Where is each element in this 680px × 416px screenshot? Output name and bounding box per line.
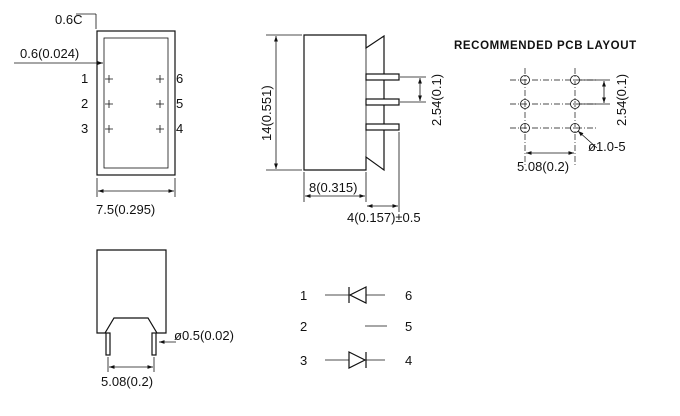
pcb-holes bbox=[520, 75, 580, 133]
bottom-lead-left bbox=[105, 332, 111, 356]
schematic-pin-1: 1 bbox=[300, 288, 307, 303]
pin-label-1: 1 bbox=[81, 71, 88, 86]
bottom-spacing-label: 5.08(0.2) bbox=[101, 374, 153, 389]
pcb-layout: RECOMMENDED PCB LAYOUT 2.54(0.1) ø1.0-5 … bbox=[454, 40, 637, 174]
lead-label: 4(0.157)±0.5 bbox=[347, 210, 421, 225]
schematic-pin-2: 2 bbox=[300, 319, 307, 334]
schematic-pin-3: 3 bbox=[300, 353, 307, 368]
diode-top-symbol bbox=[348, 286, 367, 304]
schematic-pin-5: 5 bbox=[405, 319, 412, 334]
hole-label: ø1.0-5 bbox=[588, 139, 626, 154]
front-body-inner bbox=[103, 37, 169, 169]
chamfer-label: 0.6C bbox=[55, 12, 82, 27]
pin-label-2: 2 bbox=[81, 96, 88, 111]
bottom-lead-right bbox=[151, 332, 157, 356]
pin-label-5: 5 bbox=[176, 96, 183, 111]
hole-leader bbox=[577, 130, 598, 149]
height-label: 14(0.551) bbox=[259, 85, 274, 141]
bottom-view: ø0.5(0.02) 5.08(0.2) bbox=[96, 249, 234, 389]
schematic: 1 6 2 5 3 4 bbox=[300, 286, 412, 369]
schematic-pin-6: 6 bbox=[405, 288, 412, 303]
pin-dia-label: ø0.5(0.02) bbox=[174, 328, 234, 343]
width-label: 7.5(0.295) bbox=[96, 202, 155, 217]
side-pitch-label: 2.54(0.1) bbox=[429, 74, 444, 126]
front-view: 0.6C 0.6(0.024) 1 2 3 6 5 4 7.5(0.295) bbox=[14, 12, 183, 217]
diode-bottom-symbol bbox=[348, 351, 367, 369]
pin-label-3: 3 bbox=[81, 121, 88, 136]
schematic-pin-4: 4 bbox=[405, 353, 412, 368]
chamfer-dim-label: 0.6(0.024) bbox=[20, 46, 79, 61]
pcb-row-spacing-label: 5.08(0.2) bbox=[517, 159, 569, 174]
front-body-outer bbox=[96, 30, 176, 176]
pin-marks bbox=[105, 75, 164, 133]
side-leads bbox=[365, 73, 400, 131]
pin-label-4: 4 bbox=[176, 121, 183, 136]
side-body bbox=[303, 34, 385, 172]
pcb-pitch-label: 2.54(0.1) bbox=[614, 74, 629, 126]
depth-label: 8(0.315) bbox=[309, 180, 357, 195]
bottom-body bbox=[96, 249, 167, 334]
pcb-layout-title: RECOMMENDED PCB LAYOUT bbox=[454, 40, 637, 52]
side-view: 14(0.551) 2.54(0.1) 8(0.315) 4(0.157)±0.… bbox=[259, 34, 444, 225]
pin-label-6: 6 bbox=[176, 71, 183, 86]
